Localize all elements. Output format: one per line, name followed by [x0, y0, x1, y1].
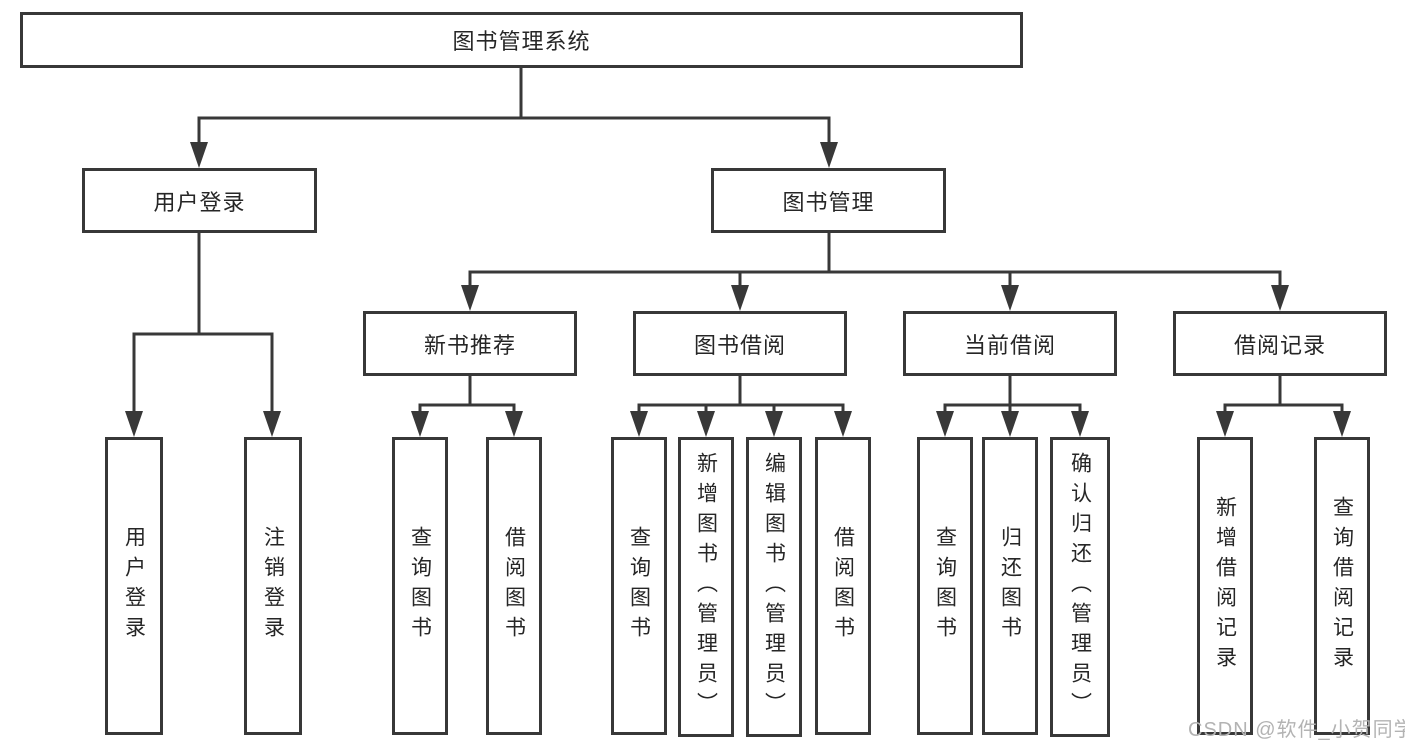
node-book-borrowing: 图书借阅: [633, 311, 847, 376]
leaf-add-books-admin: 新增图书（管理员）: [678, 437, 734, 737]
node-borrowing-records: 借阅记录: [1173, 311, 1387, 376]
node-library-system: 图书管理系统: [20, 12, 1023, 68]
leaf-edit-books-admin: 编辑图书（管理员）: [746, 437, 802, 737]
leaf-logout-login: 注销登录: [244, 437, 302, 735]
leaf-query-books-current: 查询图书: [917, 437, 973, 735]
connector-book-borrowing-children: [630, 374, 852, 437]
node-current-borrowing: 当前借阅: [903, 311, 1117, 376]
leaf-query-books-recommend: 查询图书: [392, 437, 448, 735]
leaf-query-books-borrowing: 查询图书: [611, 437, 667, 735]
connector-root-to-level2: [190, 66, 838, 168]
node-user-login: 用户登录: [82, 168, 317, 233]
node-book-management: 图书管理: [711, 168, 946, 233]
watermark: CSDN @软件_小贺同学: [1188, 719, 1405, 741]
leaf-return-books: 归还图书: [982, 437, 1038, 735]
connector-new-book-recommendation-children: [411, 374, 523, 437]
connector-current-borrowing-children: [936, 374, 1089, 437]
leaf-confirm-return-admin: 确认归还（管理员）: [1050, 437, 1110, 737]
connector-borrowing-records-children: [1216, 374, 1351, 437]
leaf-query-borrow-record: 查询借阅记录: [1314, 437, 1370, 735]
connector-user-login-children: [125, 231, 281, 437]
leaf-user-login: 用户登录: [105, 437, 163, 735]
node-new-book-recommendation: 新书推荐: [363, 311, 577, 376]
leaf-borrow-books-borrowing: 借阅图书: [815, 437, 871, 735]
connector-book-management-children: [461, 231, 1289, 311]
leaf-add-borrow-record: 新增借阅记录: [1197, 437, 1253, 735]
leaf-borrow-books-recommend: 借阅图书: [486, 437, 542, 735]
